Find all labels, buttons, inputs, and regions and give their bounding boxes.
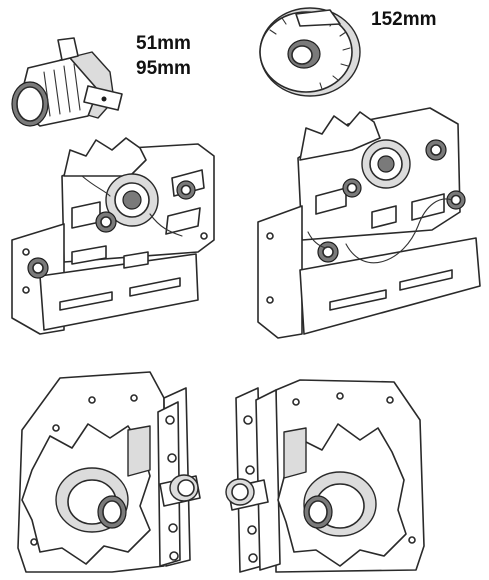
- bracket-c: [17, 371, 201, 573]
- bracket-b: [257, 107, 481, 339]
- large-drive-wheel: [259, 7, 361, 97]
- bracket-a: [11, 137, 215, 335]
- small-drive-adapter: [11, 37, 123, 127]
- small-driver-size-label-2: 95mm: [136, 58, 191, 79]
- small-driver-size-label: 51mm: [136, 33, 191, 54]
- bracket-d: [225, 379, 425, 573]
- large-driver-size-label: 152mm: [371, 9, 437, 30]
